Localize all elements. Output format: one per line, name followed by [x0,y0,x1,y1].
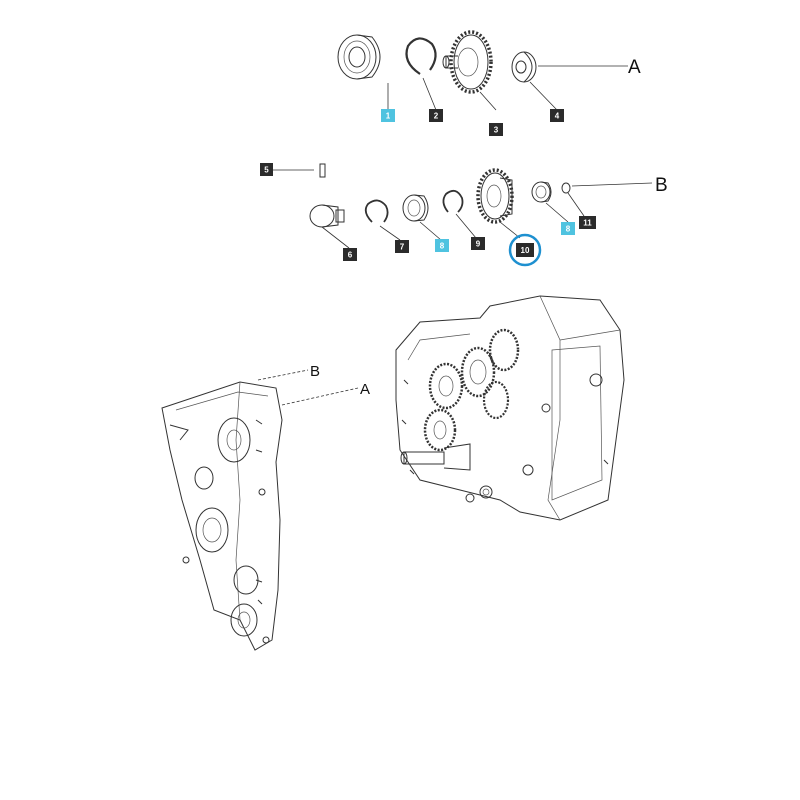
callout-6: 6 [343,248,357,261]
callout-2: 2 [429,109,443,122]
callout-5: 5 [260,163,273,176]
ref-letter-top-a: A [628,57,641,78]
part-1-bearing [337,34,389,110]
svg-text:9: 9 [476,240,481,249]
svg-text:2: 2 [434,112,439,121]
callout-3: 3 [489,123,503,136]
callout-9: 9 [471,237,485,250]
part-11-o-ring [561,182,653,217]
callout-4: 4 [550,109,564,122]
callout-8-right: 8 [561,222,575,235]
part-3-gear [442,30,497,111]
callout-11: 11 [579,216,596,229]
leader-lower-a [281,387,359,406]
part-6-shaft [309,204,350,249]
svg-text:1: 1 [386,112,391,121]
part-10-gear [476,168,521,239]
part-8-bearing-left [402,194,442,241]
svg-text:10: 10 [521,246,530,255]
highlight-ring [508,233,542,267]
svg-text:5: 5 [264,166,269,175]
svg-text:7: 7 [400,243,405,252]
svg-text:11: 11 [583,219,592,228]
ref-letter-lower-a: A [360,381,370,398]
leader-lower-b [257,369,309,381]
callout-8-left: 8 [435,239,449,252]
svg-text:8: 8 [440,242,445,251]
part-9-snap-ring [442,189,477,239]
callout-10-highlighted: 10 [508,233,542,267]
callout-7: 7 [395,240,409,253]
part-4-washer [511,51,628,111]
ref-letter-top-b: B [655,175,668,196]
part-8-bearing-right [531,181,569,223]
svg-text:4: 4 [555,112,560,121]
part-2-snap-ring [405,37,437,111]
part-5-pin [272,163,326,178]
part-7-snap-ring [364,199,401,241]
svg-text:3: 3 [494,126,499,135]
ref-letter-lower-b: B [310,363,320,380]
gearbox-housing [395,295,625,521]
svg-text:8: 8 [566,225,571,234]
svg-text:6: 6 [348,251,353,260]
callout-1: 1 [381,109,395,122]
cover-housing [161,381,283,651]
